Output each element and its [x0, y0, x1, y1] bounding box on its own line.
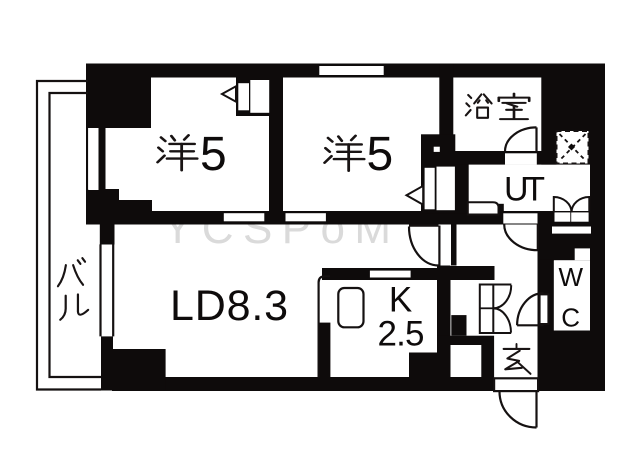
svg-text:W: W	[559, 262, 584, 292]
svg-text:K: K	[389, 281, 412, 320]
svg-text:5: 5	[200, 128, 227, 181]
svg-text:2.5: 2.5	[378, 315, 425, 354]
svg-text:5: 5	[367, 128, 394, 181]
svg-text:C: C	[561, 303, 580, 333]
svg-text:UT: UT	[504, 171, 545, 209]
svg-text:LD8.3: LD8.3	[170, 282, 288, 330]
